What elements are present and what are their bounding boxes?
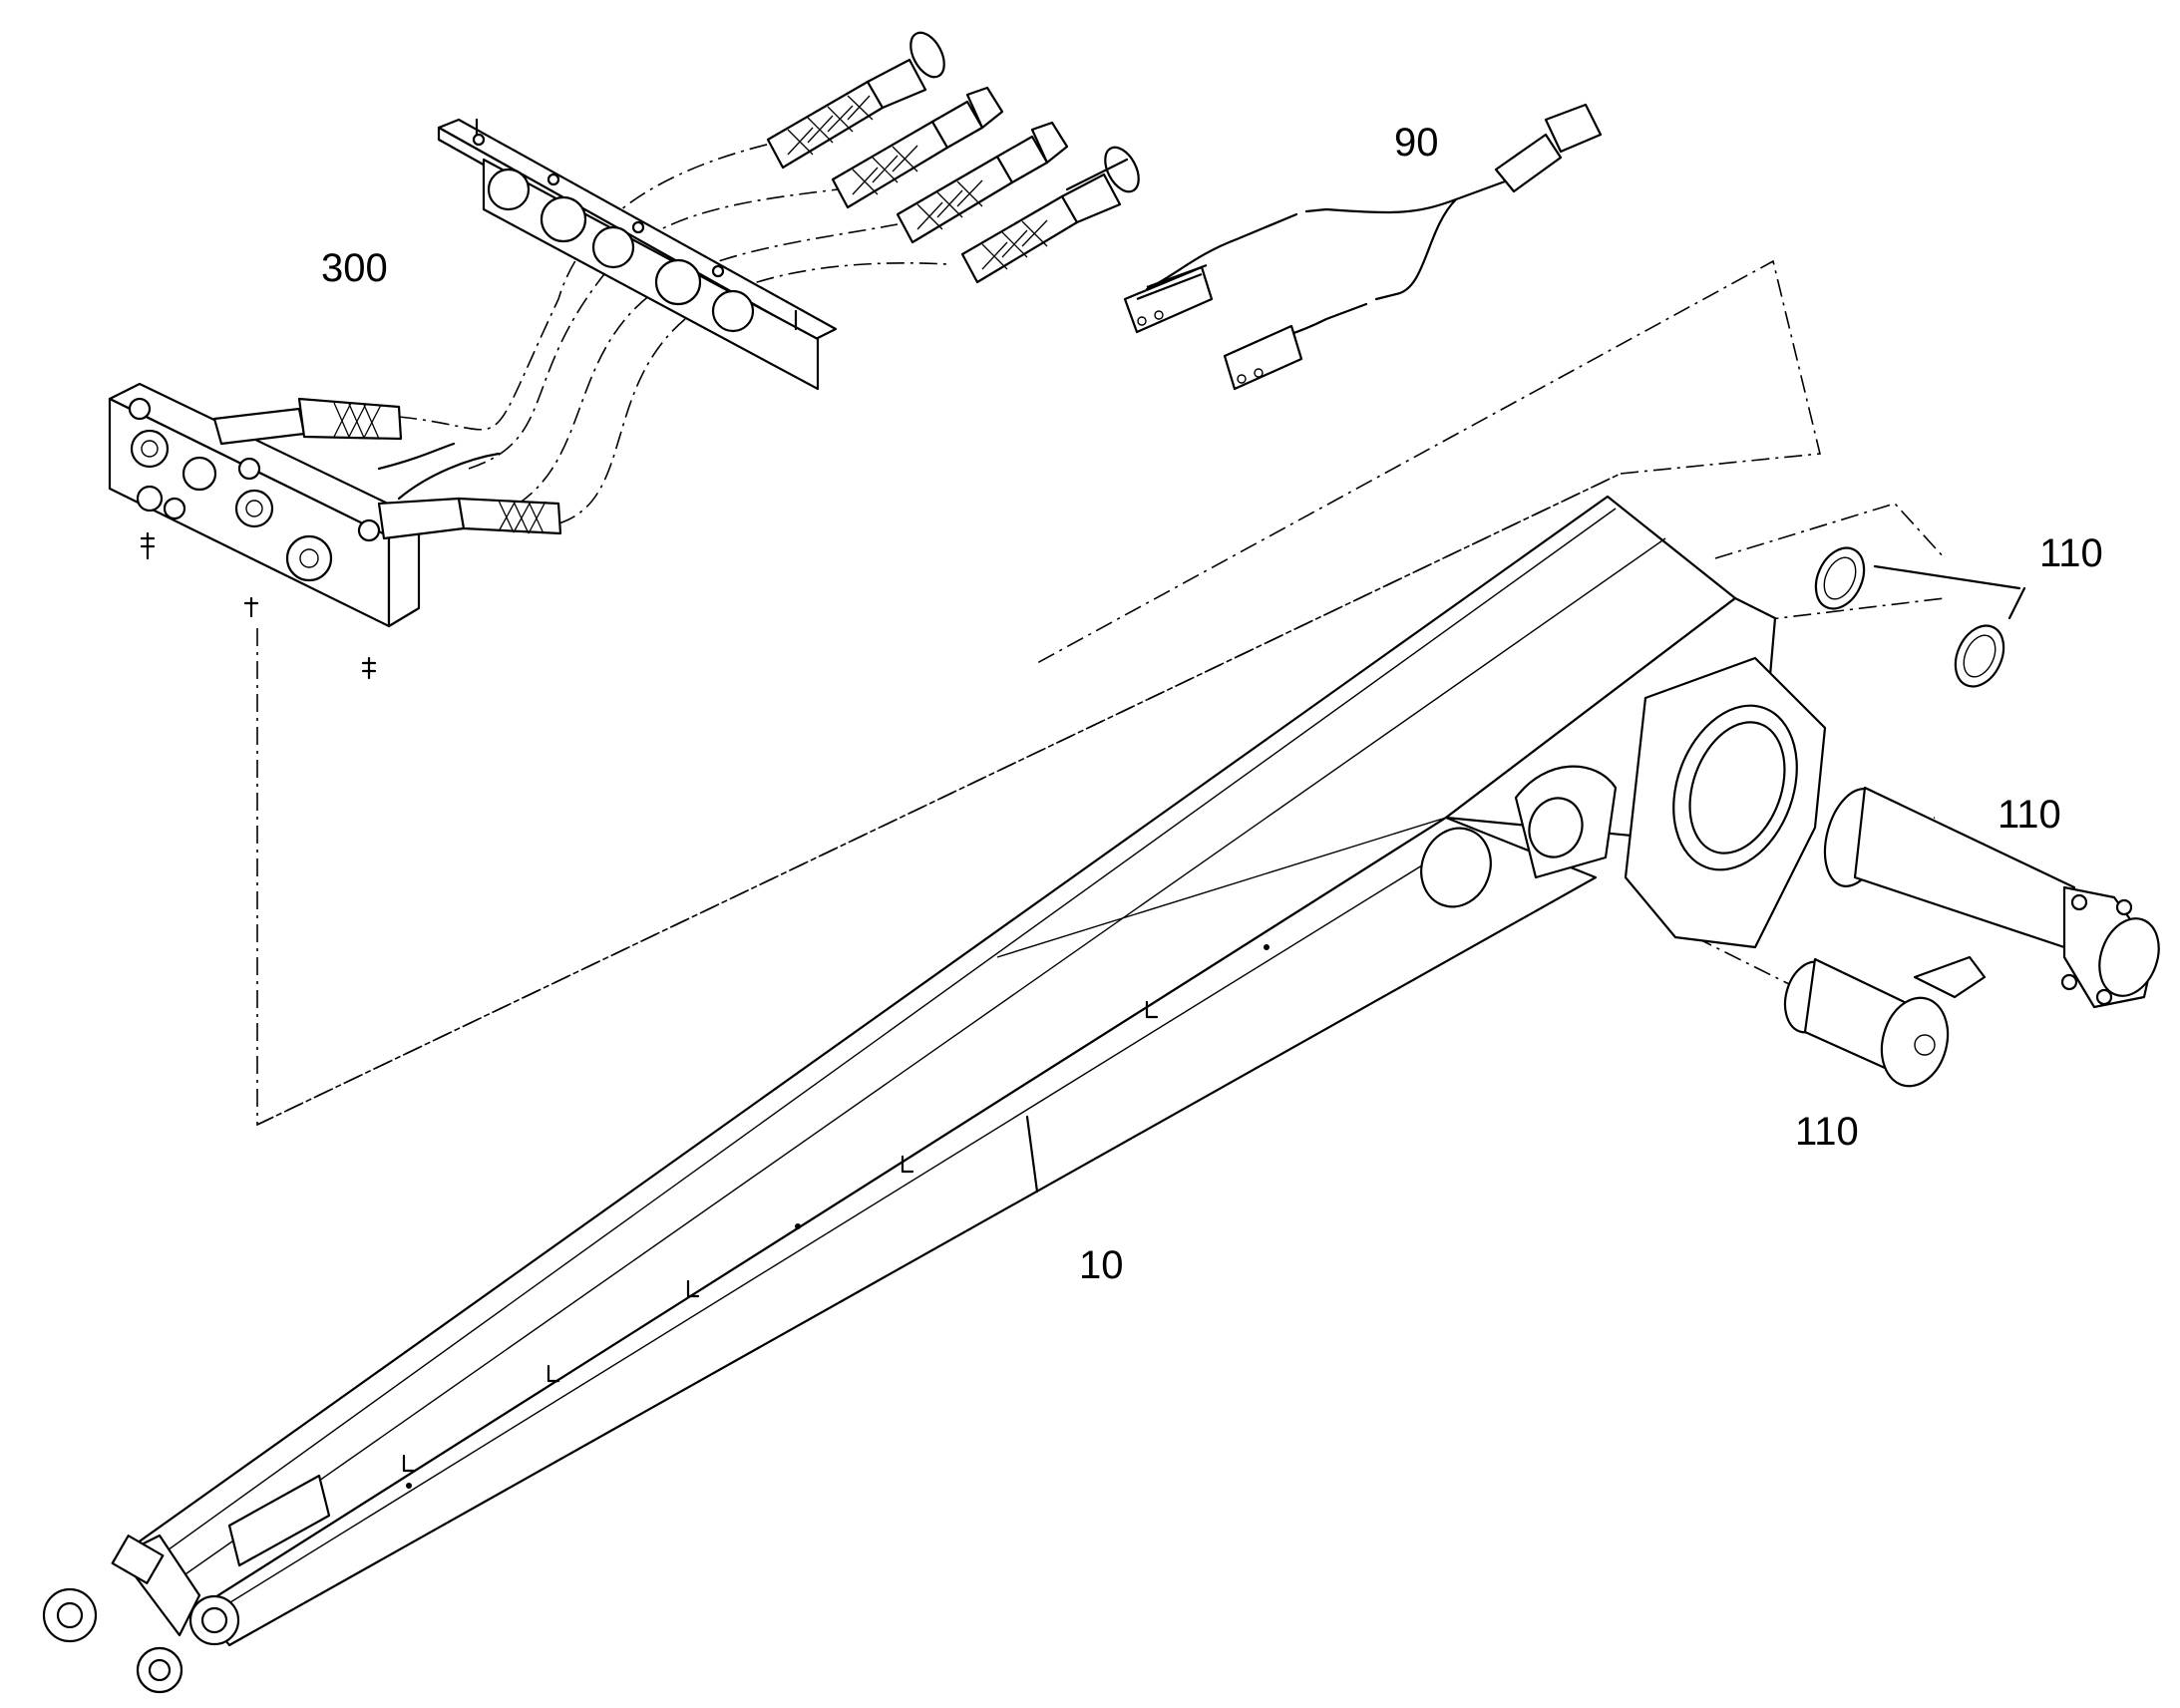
- wiring-harness-icon: [1123, 103, 1603, 391]
- o-ring-icon: [1814, 546, 2026, 688]
- pivot-pin-icon: [1783, 786, 2160, 1088]
- callout-110-pin-large: 110: [1998, 793, 2061, 837]
- callout-300: 300: [321, 246, 388, 290]
- callout-110-pin-small: 110: [1795, 1110, 1859, 1154]
- callout-10: 10: [1079, 1243, 1124, 1287]
- callout-90: 90: [1394, 121, 1439, 165]
- hose-fitting-icon: [766, 31, 1140, 284]
- callout-110-rings: 110: [2039, 531, 2103, 575]
- callout-labels: 300 90 110 110 110 10: [321, 121, 2103, 1287]
- callout-leaders: [1025, 158, 1129, 1194]
- hydraulic-block-icon: [108, 382, 562, 680]
- boom-arm-icon: [42, 495, 1827, 1694]
- hose-clamp-bar-icon: [437, 118, 838, 391]
